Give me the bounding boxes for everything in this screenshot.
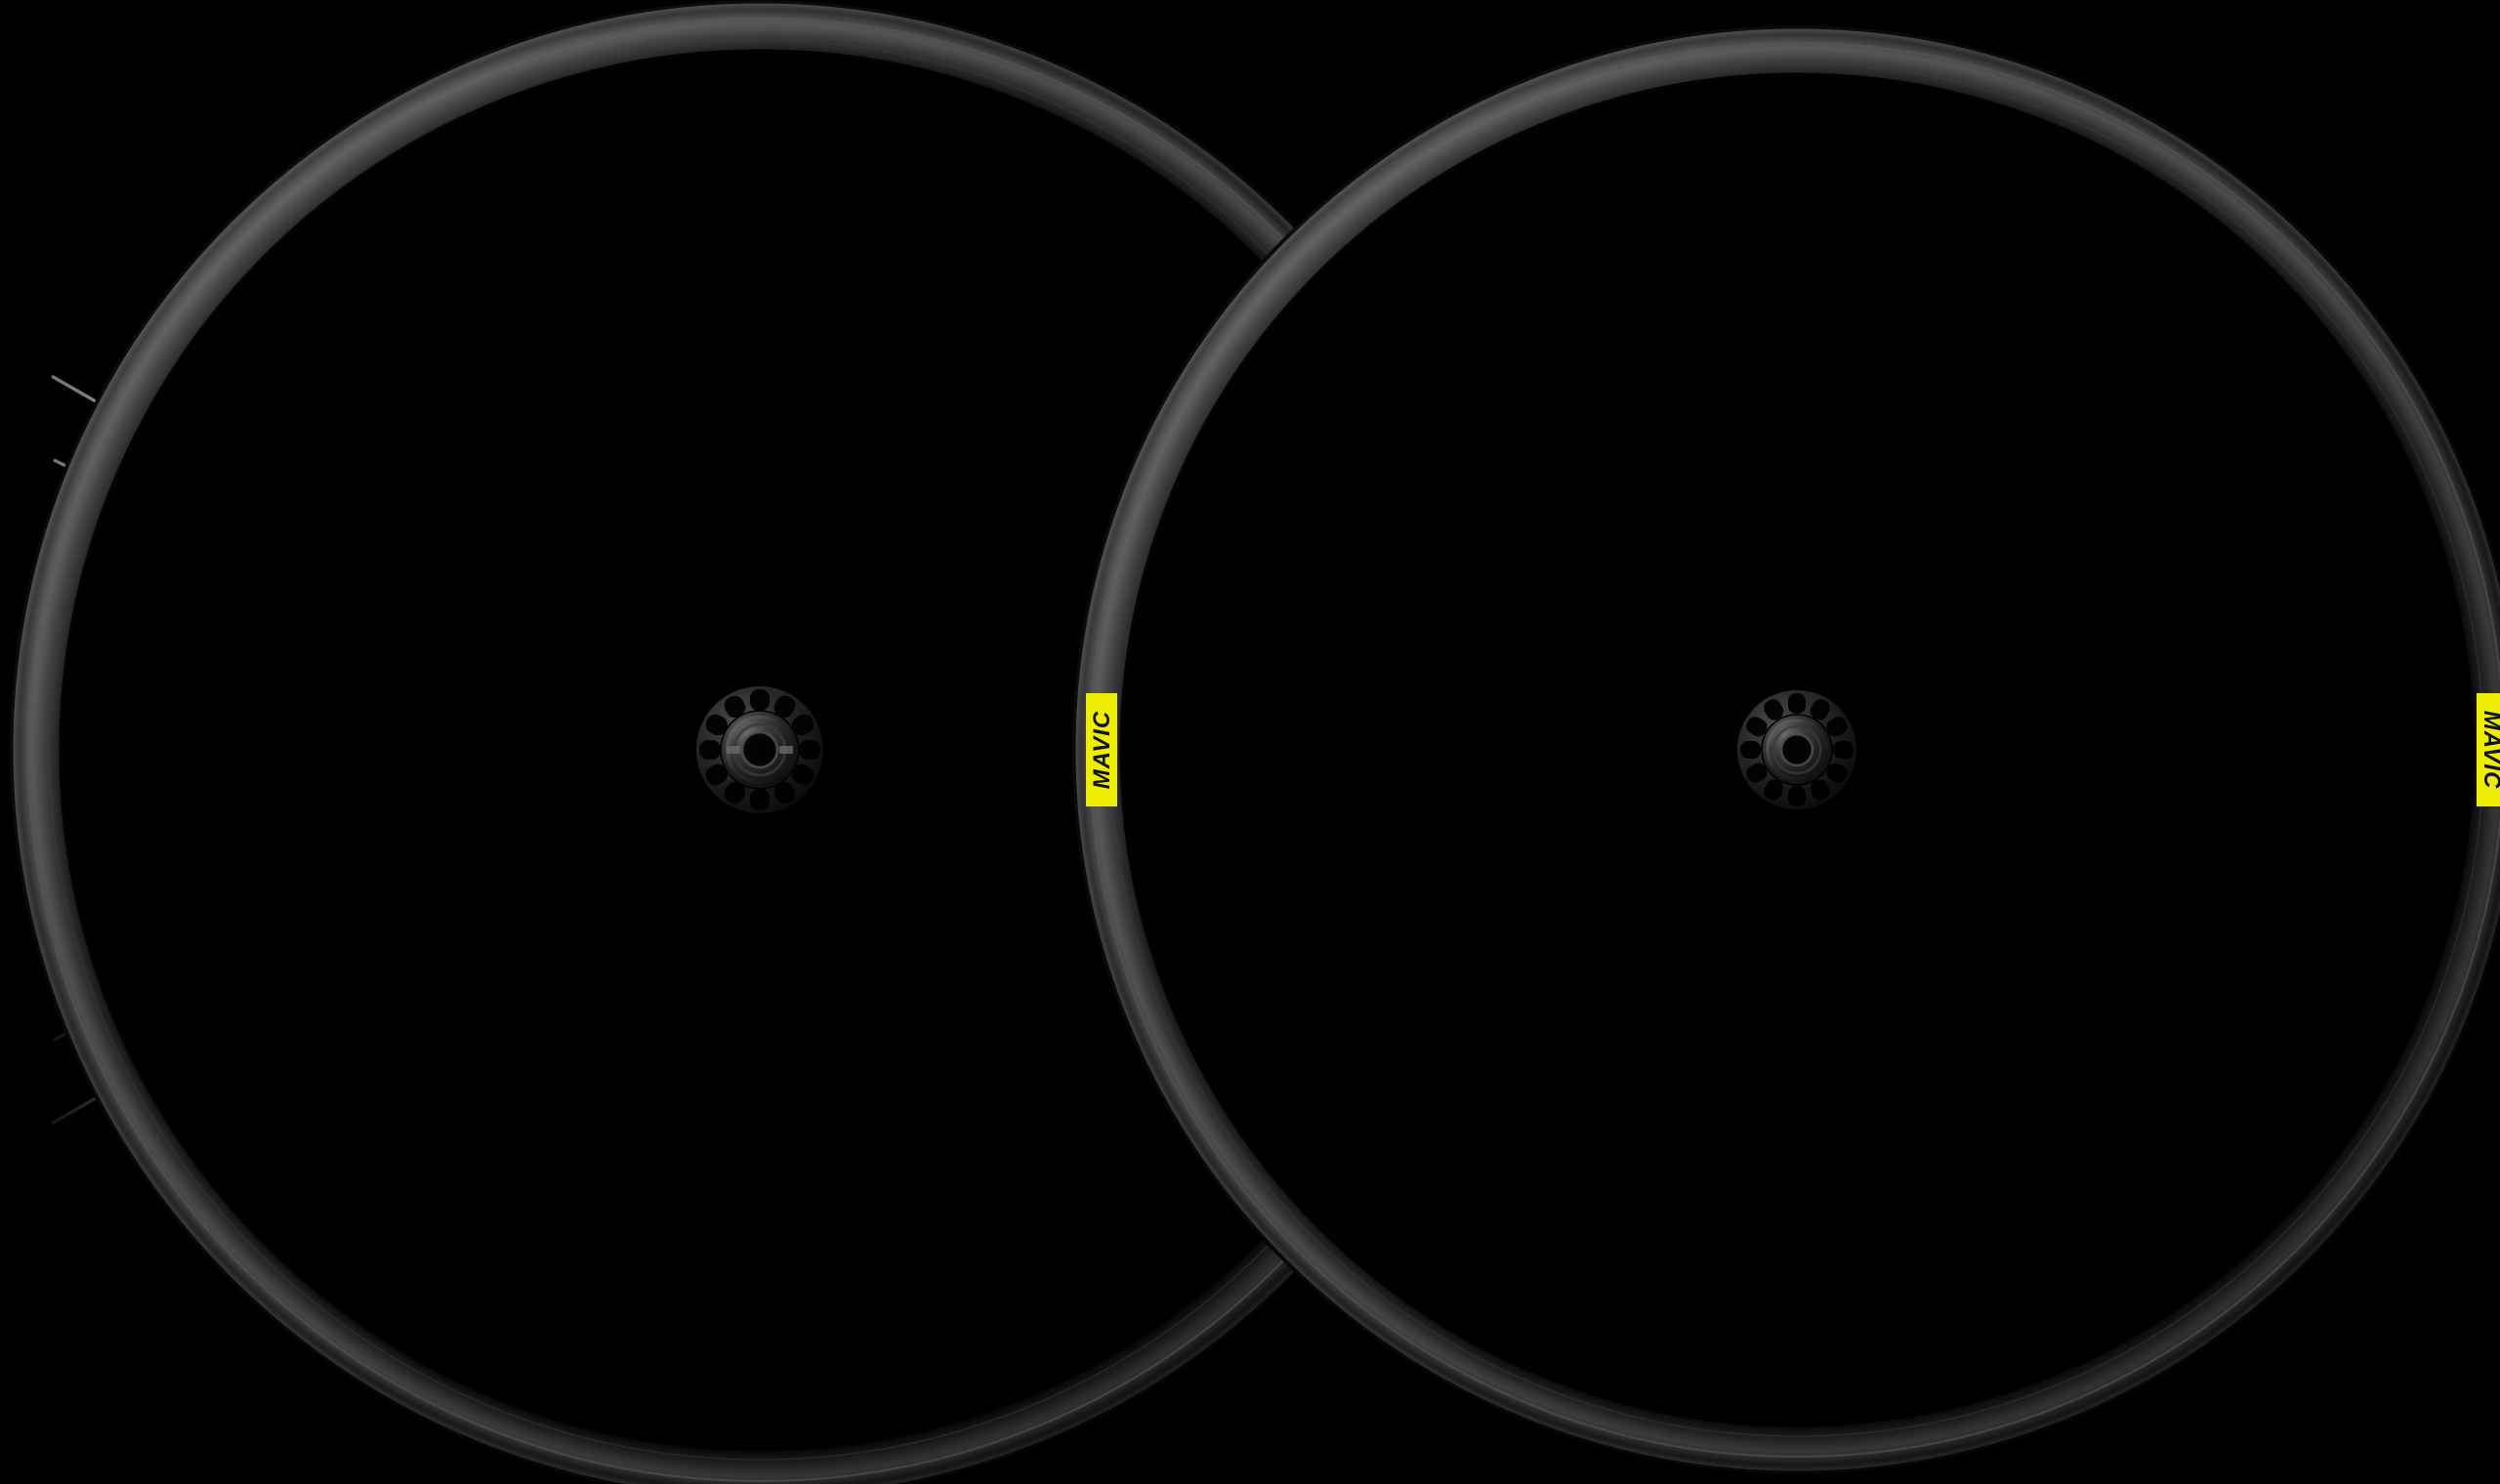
front-hub-bore: [740, 730, 779, 769]
front-hub[interactable]: [694, 684, 825, 815]
mavic-decal-right-text: MAVIC: [2479, 711, 2500, 790]
rear-hub-bolt-holes: [1740, 693, 1854, 806]
mavic-decal-left-text: MAVIC: [1089, 711, 1115, 790]
front-axle-notch-left: [727, 746, 740, 754]
rim-decals: MAVIC MAVIC: [1086, 693, 2500, 806]
rear-hub-bore: [1779, 732, 1814, 767]
front-axle-notch-right: [779, 746, 793, 754]
mavic-decal-left: MAVIC: [1086, 693, 1117, 806]
rear-hub[interactable]: [1735, 688, 1858, 811]
rear-wheel[interactable]: MAVIC MAVIC: [1071, 24, 2500, 1475]
front-hub-bolt-holes: [699, 689, 820, 810]
mavic-decal-right: MAVIC: [2477, 693, 2500, 806]
